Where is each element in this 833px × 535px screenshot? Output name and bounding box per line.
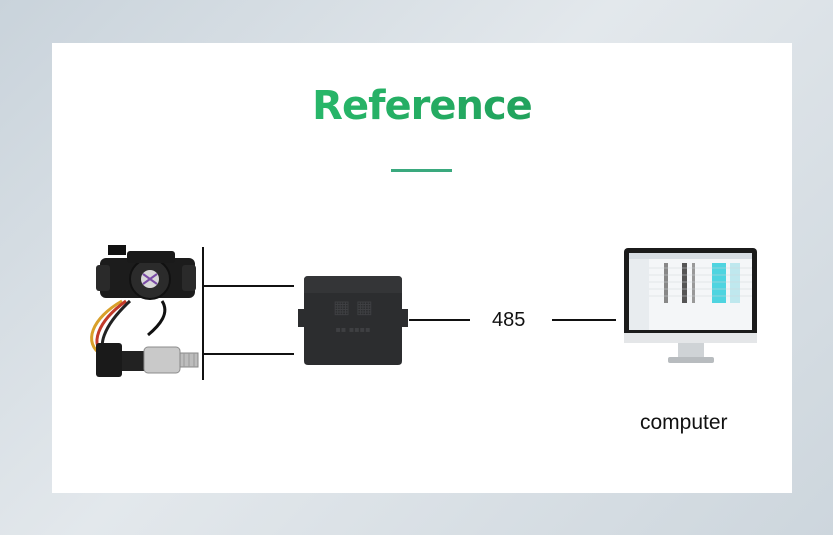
monitor-icon — [624, 248, 757, 363]
flow-sensor-and-pressure-sensor-icon — [90, 245, 199, 377]
reference-card: Reference — [52, 43, 792, 493]
svg-text:▪▪ ▪▪▪▪: ▪▪ ▪▪▪▪ — [335, 325, 370, 334]
computer-label: computer — [640, 411, 728, 434]
rs485-module-icon: ▦ ▦ ▪▪ ▪▪▪▪ — [298, 276, 408, 365]
connection-lines — [202, 247, 616, 380]
title-underline — [391, 169, 452, 172]
svg-text:▦ ▦: ▦ ▦ — [333, 297, 373, 318]
connection-diagram: ▦ ▦ ▪▪ ▪▪▪▪ — [90, 245, 757, 380]
rs485-label: 485 — [492, 309, 526, 331]
page-title: Reference — [52, 83, 792, 129]
